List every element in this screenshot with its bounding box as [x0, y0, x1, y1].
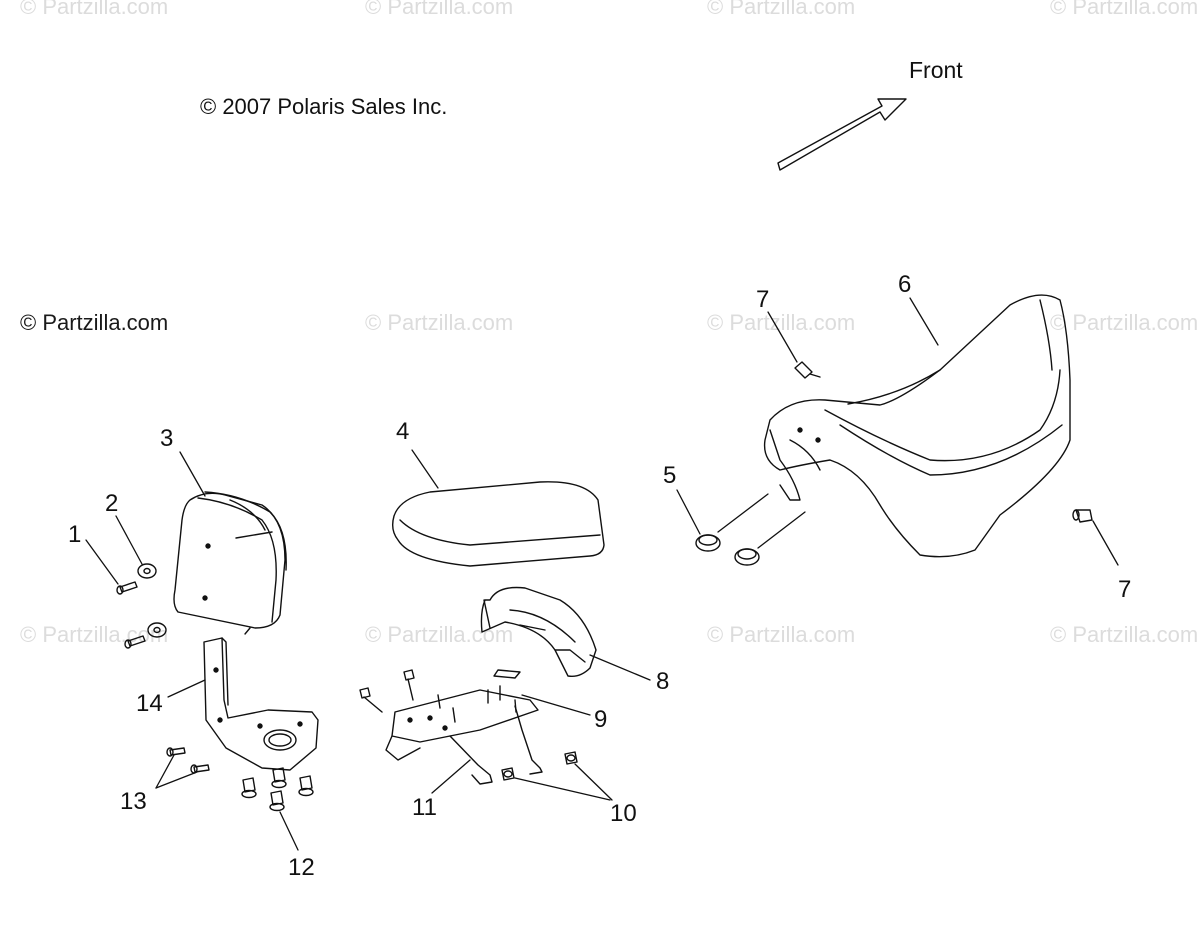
grommet	[695, 534, 760, 566]
callout-9: 9	[594, 706, 608, 733]
screw	[794, 361, 1093, 523]
callout-14: 14	[136, 690, 163, 717]
callout-5: 5	[663, 462, 677, 489]
callout-7-top: 7	[756, 286, 770, 313]
watermark: © Partzilla.com	[707, 310, 856, 335]
watermark: © Partzilla.com	[20, 622, 169, 647]
callout-3: 3	[160, 425, 174, 452]
callout-2: 2	[105, 490, 119, 517]
watermark: © Partzilla.com	[1050, 310, 1199, 335]
watermark: © Partzilla.com	[365, 310, 514, 335]
bolt	[166, 747, 210, 774]
passenger-seat	[391, 481, 605, 567]
callout-4: 4	[396, 418, 410, 445]
callout-12: 12	[288, 854, 315, 881]
front-label: Front	[909, 57, 963, 83]
front-arrow-icon	[777, 98, 907, 171]
callout-8: 8	[656, 668, 670, 695]
watermark: © Partzilla.com	[365, 622, 514, 647]
callout-7-right: 7	[1118, 576, 1132, 603]
watermark: © Partzilla.com	[707, 622, 856, 647]
nut	[501, 751, 578, 781]
watermark: © Partzilla.com	[1050, 0, 1199, 19]
callout-11: 11	[412, 794, 437, 821]
watermark: © Partzilla.com	[1050, 622, 1199, 647]
seat-plate	[359, 669, 543, 785]
bolt	[116, 581, 146, 649]
watermark: © Partzilla.com	[365, 0, 514, 19]
flange-nut	[241, 767, 314, 812]
watermark-main: © Partzilla.com	[20, 310, 169, 335]
mount-bracket	[203, 637, 319, 771]
watermark: © Partzilla.com	[707, 0, 856, 19]
main-seat	[763, 294, 1071, 558]
callout-10: 10	[610, 800, 637, 827]
callout-6: 6	[898, 271, 912, 298]
washer	[137, 563, 167, 638]
seat-support	[480, 586, 597, 678]
backrest-pad	[173, 491, 287, 635]
callout-1: 1	[68, 521, 82, 548]
callout-13: 13	[120, 788, 147, 815]
leader-lines	[85, 297, 1119, 851]
copyright-text: © 2007 Polaris Sales Inc.	[200, 94, 448, 119]
watermark: © Partzilla.com	[20, 0, 169, 19]
